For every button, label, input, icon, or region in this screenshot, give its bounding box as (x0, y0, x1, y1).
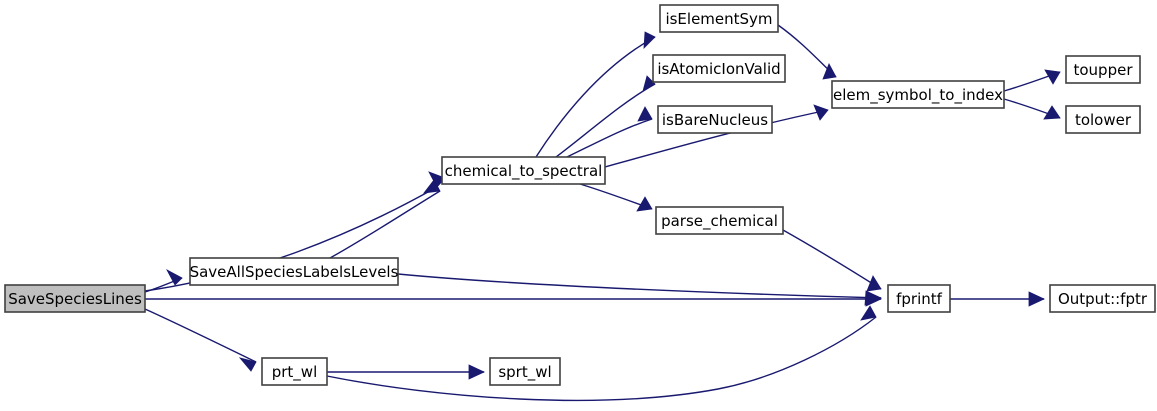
node-Output::fptr[interactable]: Output::fptr (1049, 284, 1156, 313)
node-box[interactable] (1065, 105, 1141, 134)
node-SaveAllSpeciesLabelsLevels[interactable]: SaveAllSpeciesLabelsLevels (189, 257, 399, 286)
node-sprt_wl[interactable]: sprt_wl (489, 357, 561, 386)
edge-SaveSpeciesLines-to-chemical_to_spectral (144, 171, 446, 292)
edge-chemical_to_spectral-to-elem_symbol_to_index (604, 104, 829, 168)
node-label: parse_chemical (661, 212, 778, 231)
node-box[interactable] (489, 357, 561, 386)
node-tolower[interactable]: tolower (1065, 105, 1141, 134)
arrowhead-icon (642, 75, 656, 92)
arrowhead-icon (860, 305, 877, 321)
edge-SaveSpeciesLines-to-SaveAllSpeciesLabelsLevels (144, 269, 183, 293)
edge-line (397, 273, 882, 299)
node-label: SaveSpeciesLines (8, 290, 142, 308)
edge-chemical_to_spectral-to-isAtomicIonValid (555, 75, 656, 158)
edge-elem_symbol_to_index-to-tolower (1003, 98, 1061, 120)
arrowhead-icon (166, 269, 183, 286)
arrowhead-icon (637, 106, 653, 122)
node-box[interactable] (1049, 284, 1156, 313)
node-prt_wl[interactable]: prt_wl (261, 357, 328, 386)
node-elem_symbol_to_index[interactable]: elem_symbol_to_index (831, 80, 1005, 109)
node-parse_chemical[interactable]: parse_chemical (655, 206, 784, 235)
arrowhead-icon (1043, 105, 1061, 120)
node-isBareNucleus[interactable]: isBareNucleus (657, 105, 773, 134)
node-label: SaveAllSpeciesLabelsLevels (190, 263, 399, 281)
node-box[interactable] (887, 284, 951, 313)
edge-parse_chemical-to-fprintf (782, 229, 882, 292)
node-toupper[interactable]: toupper (1065, 55, 1141, 84)
edge-line (604, 109, 829, 168)
edge-SaveAllSpeciesLabelsLevels-to-chemical_to_spectral (329, 179, 441, 259)
node-chemical_to_spectral[interactable]: chemical_to_spectral (441, 156, 606, 185)
edge-SaveAllSpeciesLabelsLevels-to-fprintf (397, 273, 882, 306)
node-box[interactable] (655, 206, 784, 235)
node-box[interactable] (1065, 55, 1141, 84)
edge-line (326, 316, 877, 402)
arrowhead-icon (238, 357, 257, 372)
node-isElementSym[interactable]: isElementSym (659, 4, 779, 33)
node-box[interactable] (657, 105, 773, 134)
node-box[interactable] (4, 284, 146, 313)
node-label: toupper (1073, 61, 1133, 79)
edge-chemical_to_spectral-to-isBareNucleus (566, 106, 653, 158)
arrowhead-icon (866, 275, 882, 292)
node-label: prt_wl (272, 363, 318, 382)
edge-prt_wl-to-sprt_wl (327, 364, 485, 380)
node-label: sprt_wl (498, 363, 551, 382)
edge-line (329, 190, 441, 259)
edge-chemical_to_spectral-to-parse_chemical (579, 183, 653, 212)
arrowhead-icon (468, 364, 485, 380)
edge-line (144, 186, 438, 292)
edge-line (144, 308, 257, 363)
node-box[interactable] (652, 54, 786, 83)
node-label: elem_symbol_to_index (833, 86, 1003, 105)
node-box[interactable] (261, 357, 328, 386)
node-label: Output::fptr (1058, 290, 1148, 308)
node-box[interactable] (441, 156, 606, 185)
arrowhead-icon (423, 179, 441, 194)
node-box[interactable] (659, 4, 779, 33)
node-label: fprintf (896, 290, 943, 308)
edge-SaveSpeciesLines-to-prt_wl (144, 308, 257, 372)
arrowhead-icon (1044, 69, 1061, 85)
edge-fprintf-to-Output::fptr (950, 291, 1045, 307)
edges-layer (144, 24, 1061, 402)
node-isAtomicIonValid[interactable]: isAtomicIonValid (652, 54, 786, 83)
edge-isElementSym-to-elem_symbol_to_index (777, 24, 837, 80)
arrowhead-icon (643, 31, 656, 50)
edge-line (782, 229, 882, 290)
edge-elem_symbol_to_index-to-toupper (1003, 69, 1061, 92)
arrowhead-icon (636, 196, 653, 212)
edge-prt_wl-to-fprintf (326, 305, 877, 402)
node-SaveSpeciesLines[interactable]: SaveSpeciesLines (4, 284, 146, 313)
arrowhead-icon (864, 290, 882, 306)
nodes-layer: SaveSpeciesLines SaveAllSpeciesLabelsLeve… (4, 4, 1156, 386)
node-label: chemical_to_spectral (445, 162, 603, 181)
node-label: isAtomicIonValid (657, 60, 780, 78)
arrowhead-icon (822, 63, 837, 80)
edge-line (566, 118, 653, 158)
node-box[interactable] (189, 257, 399, 286)
arrowhead-icon (428, 171, 446, 188)
node-label: isBareNucleus (662, 111, 768, 129)
node-label: tolower (1075, 111, 1132, 129)
node-box[interactable] (831, 80, 1005, 109)
node-fprintf[interactable]: fprintf (887, 284, 951, 313)
node-label: isElementSym (665, 10, 772, 28)
edge-line (535, 36, 656, 158)
edge-chemical_to_spectral-to-isElementSym (535, 31, 656, 158)
arrowhead-icon (1028, 291, 1045, 307)
arrowhead-icon (813, 104, 829, 121)
